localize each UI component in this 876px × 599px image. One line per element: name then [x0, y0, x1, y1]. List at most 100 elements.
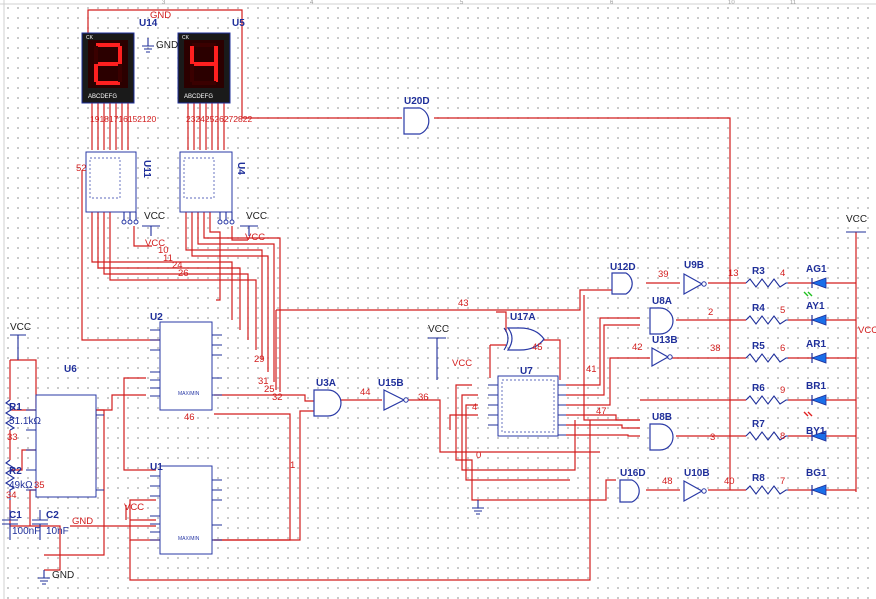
label-by1: BY1 — [806, 426, 826, 437]
label-u3a: U3A — [316, 378, 336, 389]
svg-text:4: 4 — [310, 0, 314, 6]
svg-text:5: 5 — [460, 0, 464, 6]
net-vcc-mux: VCC — [452, 358, 472, 369]
label-ag1: AG1 — [806, 264, 827, 275]
gate-u9b — [683, 272, 707, 296]
gate-u13b — [651, 346, 673, 368]
gnd-timer: GND — [52, 570, 74, 581]
resistor-r8 — [745, 485, 788, 495]
label-r3: R3 — [752, 266, 765, 277]
resistor-r6 — [745, 395, 788, 405]
label-u8b: U8B — [652, 412, 672, 423]
label-u15b: U15B — [378, 378, 404, 389]
label-u6: U6 — [64, 364, 77, 375]
gate-u15b — [383, 389, 409, 411]
capacitor-c1 — [2, 510, 18, 540]
net-41: 41 — [586, 364, 597, 375]
net-34: 34 — [6, 490, 17, 501]
label-u10b: U10B — [684, 468, 710, 479]
net-24: 24 — [172, 260, 183, 271]
gate-u10b — [683, 479, 707, 503]
net-52: 52 — [76, 163, 87, 174]
net-vcc-right: VCC — [858, 325, 876, 336]
label-gnd-u14: GND — [156, 40, 178, 51]
label-r4: R4 — [752, 303, 765, 314]
resistor-r7 — [745, 431, 788, 441]
net-gnd-u1: GND — [72, 516, 93, 527]
net-31: 31 — [258, 376, 269, 387]
u14-pins: ABCDEFG — [88, 94, 117, 100]
gate-u8a — [649, 307, 674, 335]
label-u13b: U13B — [652, 335, 678, 346]
label-u7: U7 — [520, 366, 533, 377]
label-gnd-top: GND — [150, 10, 171, 21]
u2-maxmin: MAX/MIN — [178, 391, 200, 397]
display-u5 — [177, 32, 231, 104]
label-r5: R5 — [752, 341, 765, 352]
u1-maxmin: MAX/MIN — [178, 536, 200, 542]
vcc-u4: VCC — [246, 211, 267, 222]
label-u1: U1 — [150, 462, 163, 473]
gnd-symbols — [38, 38, 484, 585]
net-25: 25 — [264, 384, 275, 395]
u5-pins: ABCDEFG — [184, 94, 213, 100]
label-u2: U2 — [150, 312, 163, 323]
vcc-right: VCC — [846, 214, 867, 225]
gate-u8b — [649, 423, 674, 451]
timer-u6 — [26, 394, 104, 498]
display-u14 — [81, 32, 135, 104]
counter-u2 — [150, 321, 222, 411]
gate-u12d — [611, 272, 633, 295]
net-11: 11 — [163, 253, 173, 264]
net-7: 7 — [780, 476, 785, 487]
net-36: 36 — [418, 392, 429, 403]
value-r2: 49kΩ — [9, 480, 33, 491]
net-29: 29 — [254, 354, 265, 365]
net-39: 39 — [658, 269, 669, 280]
u14-ck: CK — [86, 35, 94, 41]
label-u16d: U16D — [620, 468, 646, 479]
value-c2: 10nF — [46, 526, 69, 537]
label-r2: R2 — [9, 466, 22, 477]
label-u8a: U8A — [652, 296, 672, 307]
label-ar1: AR1 — [806, 339, 826, 350]
net-26: 26 — [178, 268, 189, 279]
net-5: 5 — [780, 305, 785, 316]
svg-text:6: 6 — [610, 0, 614, 6]
counter-u1 — [150, 465, 222, 555]
label-u9b: U9B — [684, 260, 704, 271]
net-13: 13 — [728, 268, 739, 279]
net-vcc-red-1: VCC — [145, 238, 165, 249]
net-46: 46 — [184, 412, 195, 423]
wire-network — [9, 9, 857, 581]
gate-u16d — [619, 479, 640, 503]
resistor-r2 — [4, 459, 16, 500]
net-vcc-red-2: VCC — [245, 232, 265, 243]
label-u5: U5 — [232, 18, 245, 29]
net-0: 0 — [476, 450, 481, 461]
pins-u14: 19181716152120 — [90, 114, 156, 124]
net-9: 9 — [780, 385, 785, 396]
pins-u5: 23242526272822 — [186, 114, 252, 124]
net-32: 32 — [272, 392, 283, 403]
net-43: 43 — [458, 298, 469, 309]
net-2: 2 — [708, 307, 713, 318]
net-33: 33 — [7, 432, 18, 443]
net-4: 4 — [780, 268, 785, 279]
gate-u17a — [503, 327, 545, 351]
net-4-mux: 4 — [472, 402, 477, 413]
gate-u20d — [403, 107, 430, 135]
label-u20d: U20D — [404, 96, 430, 107]
vcc-rails — [10, 225, 866, 380]
net-6: 6 — [780, 343, 785, 354]
svg-text:10: 10 — [728, 0, 735, 6]
decoder-u11 — [85, 151, 139, 225]
label-u14: U14 — [139, 18, 158, 29]
led-ay1 — [803, 291, 827, 326]
net-48: 48 — [662, 476, 673, 487]
vcc-mux: VCC — [428, 324, 449, 335]
capacitor-c2 — [32, 510, 48, 540]
